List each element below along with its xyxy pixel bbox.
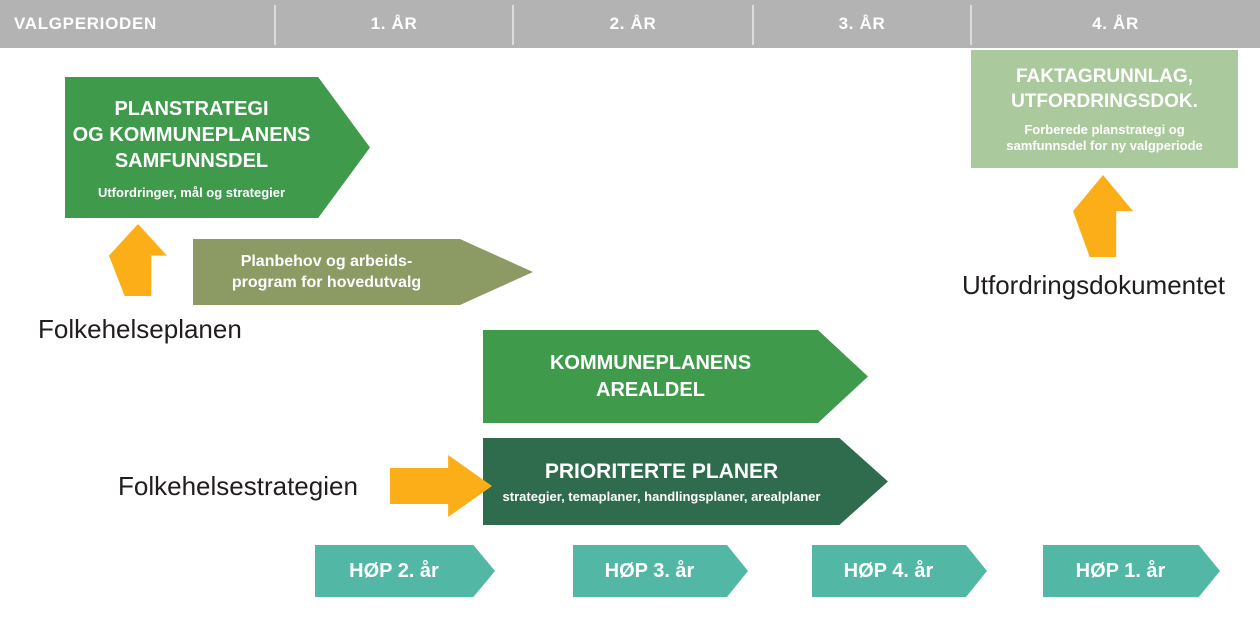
planstrategi-title: PLANSTRATEGI OG KOMMUNEPLANENS SAMFUNNSD… <box>73 96 311 174</box>
prioriterte-planer-subtitle: strategier, temaplaner, handlingsplaner,… <box>502 488 821 504</box>
planstrategi-title-line: SAMFUNNSDEL <box>114 149 269 172</box>
prioriterte-planer-title: PRIORITERTE PLANER <box>544 459 779 483</box>
header-column-valgperioden: VALGPERIODEN <box>14 14 157 33</box>
faktagrunnlag-title: FAKTAGRUNNLAG, UTFORDRINGSDOK. <box>1011 64 1198 114</box>
label-utfordringsdokumentet: Utfordringsdokumentet <box>962 270 1226 300</box>
header-column-year-1: 1. ÅR <box>370 14 418 33</box>
planbehov-arrow: Planbehov og arbeids- program for hovedu… <box>193 239 533 305</box>
faktagrunnlag-subtitle-line: Forberede planstrategi og <box>1024 122 1185 137</box>
hop-arrow-year-4: HØP 4. år <box>812 545 987 597</box>
planstrategi-arrow: PLANSTRATEGI OG KOMMUNEPLANENS SAMFUNNSD… <box>65 77 370 218</box>
faktagrunnlag-title-line: UTFORDRINGSDOK. <box>1011 91 1198 112</box>
header-divider <box>752 5 754 45</box>
header-divider <box>274 5 276 45</box>
arealdel-title-line: AREALDEL <box>596 378 705 401</box>
hop-arrow-year-1: HØP 1. år <box>1043 545 1220 597</box>
timeline-header: VALGPERIODEN 1. ÅR 2. ÅR 3. ÅR 4. ÅR <box>0 0 1260 48</box>
planstrategi-title-line: PLANSTRATEGI <box>114 97 269 120</box>
faktagrunnlag-box: FAKTAGRUNNLAG, UTFORDRINGSDOK. Forberede… <box>971 50 1238 168</box>
header-column-year-4: 4. ÅR <box>1092 14 1139 33</box>
planbehov-title-line: program for hovedutvalg <box>231 274 422 291</box>
header-column-year-2: 2. ÅR <box>609 14 657 33</box>
planbehov-title-line: Planbehov og arbeids- <box>240 253 413 270</box>
header-column-year-3: 3. ÅR <box>838 14 886 33</box>
planstrategi-title-line: OG KOMMUNEPLANENS <box>72 123 311 146</box>
hop-arrow-year-2: HØP 2. år <box>315 545 495 597</box>
header-divider <box>970 5 972 45</box>
arealdel-title-line: KOMMUNEPLANENS <box>549 351 752 374</box>
planstrategi-subtitle: Utfordringer, mål og strategier <box>97 184 286 200</box>
orange-up-arrow-icon <box>1073 175 1133 257</box>
orange-up-arrow-icon <box>109 224 167 296</box>
faktagrunnlag-title-line: FAKTAGRUNNLAG, <box>1016 66 1193 87</box>
faktagrunnlag-subtitle-line: samfunnsdel for ny valgperiode <box>1006 138 1203 153</box>
planbehov-title: Planbehov og arbeids- program for hovedu… <box>232 251 421 293</box>
faktagrunnlag-subtitle: Forberede planstrategi og samfunnsdel fo… <box>1006 122 1203 154</box>
arealdel-title: KOMMUNEPLANENS AREALDEL <box>550 350 751 404</box>
orange-right-arrow-icon <box>390 455 492 517</box>
hop-arrow-year-3: HØP 3. år <box>573 545 748 597</box>
label-folkehelsestrategien: Folkehelsestrategien <box>118 471 358 501</box>
header-divider <box>512 5 514 45</box>
prioriterte-planer-arrow: PRIORITERTE PLANER strategier, temaplane… <box>483 438 888 525</box>
label-folkehelseplanen: Folkehelseplanen <box>38 314 242 344</box>
arealdel-arrow: KOMMUNEPLANENS AREALDEL <box>483 330 868 423</box>
